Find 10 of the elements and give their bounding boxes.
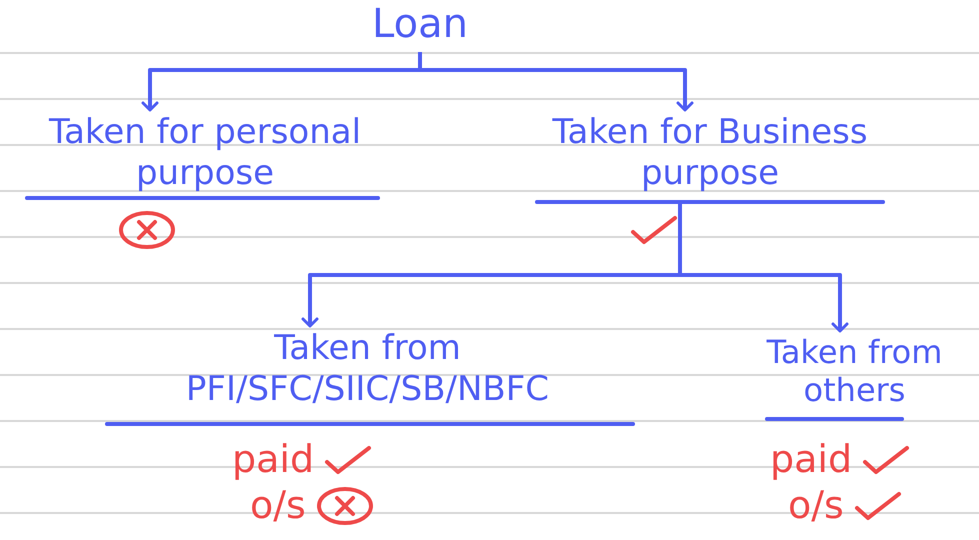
node-label: Loan (372, 0, 468, 48)
node-label: Taken for Business purpose (551, 112, 869, 194)
arrow (418, 52, 694, 112)
status-label: o/s (788, 484, 844, 528)
status-label: o/s (250, 484, 306, 528)
node-label: Taken from others (766, 333, 944, 410)
node-label: Taken from PFI/SFC/SIIC/SB/NBFC (184, 328, 550, 410)
node-label: Taken for personal purpose (48, 112, 362, 194)
status-label: paid (770, 438, 852, 482)
status-label: paid (232, 438, 314, 482)
